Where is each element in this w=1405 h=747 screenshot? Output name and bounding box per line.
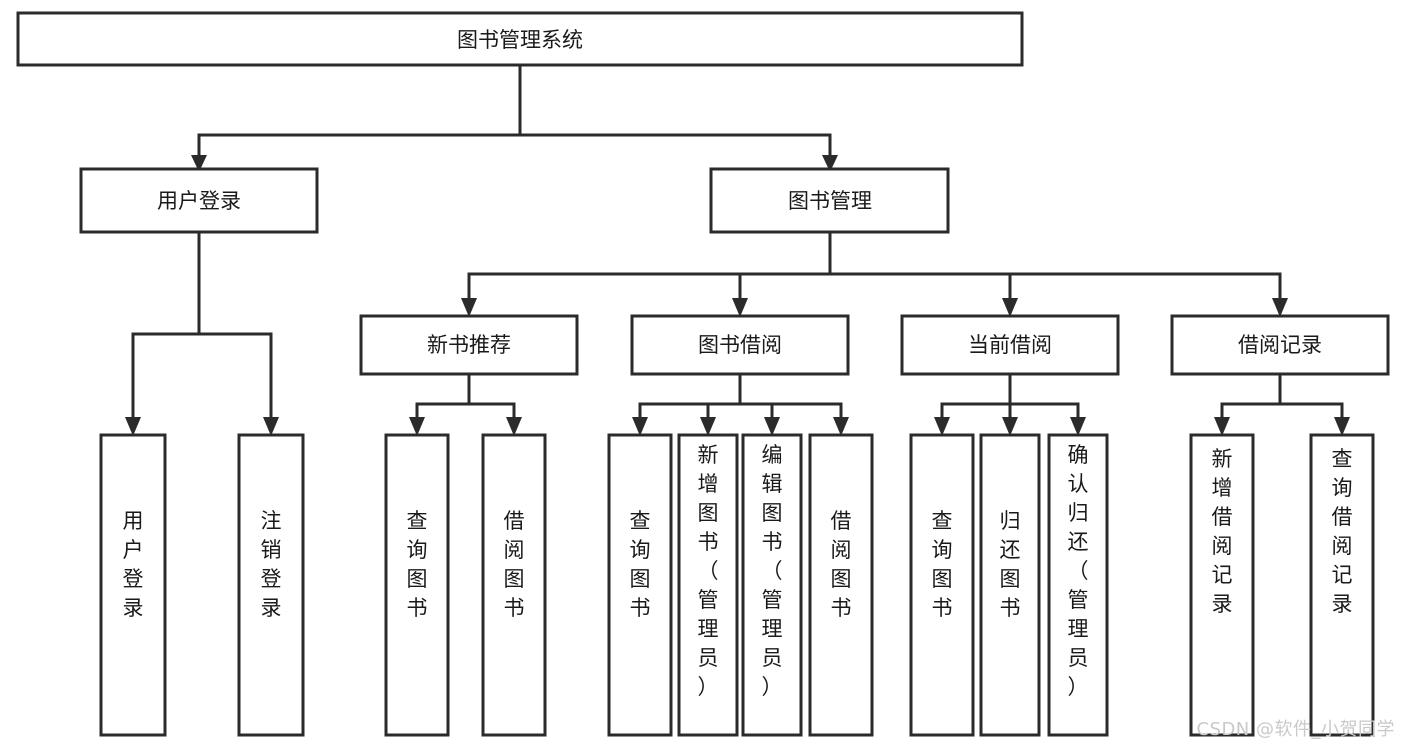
arrowhead-leaf-logout <box>263 417 279 436</box>
connector-root-trunk <box>197 63 832 162</box>
node-book-borrow[interactable]: 图书借阅 <box>630 314 850 376</box>
node-book-borrow-box[interactable] <box>630 314 850 376</box>
leaf-edit-book-label: 编辑图书（管理员） <box>762 443 783 699</box>
leaf-logout-label: 注销登录 <box>261 509 282 620</box>
arrowhead-leaf-add-book <box>700 417 716 436</box>
node-current-borrow-label: 当前借阅 <box>968 333 1052 357</box>
connector-book-borrow-branch <box>638 372 843 424</box>
arrowhead-leaf-query-book-1 <box>409 417 425 436</box>
node-book-borrow-label: 图书借阅 <box>698 333 782 357</box>
node-user-login-box[interactable] <box>79 167 319 234</box>
leaf-return-book-label: 归还图书 <box>1000 509 1021 620</box>
leaf-borrow-book-1[interactable]: 借阅图书 <box>481 433 547 737</box>
leaf-add-record-label: 新增借阅记录 <box>1212 447 1233 616</box>
node-borrow-record-label: 借阅记录 <box>1238 333 1322 357</box>
leaf-add-book-box[interactable] <box>677 433 739 737</box>
connector-borrow-record-branch <box>1220 372 1344 424</box>
leaf-return-book[interactable]: 归还图书 <box>979 433 1041 737</box>
node-current-borrow-box[interactable] <box>900 314 1120 376</box>
arrowhead-leaf-user-login <box>125 417 141 436</box>
arrowhead-leaf-borrow-book-1 <box>506 417 522 436</box>
node-root[interactable]: 图书管理系统 <box>16 11 1024 67</box>
leaf-query-book-1-label: 查询图书 <box>407 509 428 620</box>
arrowhead-leaf-query-book-3 <box>934 417 950 436</box>
leaf-query-book-2[interactable]: 查询图书 <box>607 433 673 737</box>
leaf-query-book-3-label: 查询图书 <box>932 509 953 620</box>
arrowhead-book-manage <box>822 155 838 172</box>
leaf-confirm-return[interactable]: 确认归还（管理员） <box>1047 433 1109 737</box>
node-new-book-recommend[interactable]: 新书推荐 <box>359 314 579 376</box>
leaf-borrow-book-2-box[interactable] <box>808 433 874 737</box>
node-user-login-label: 用户登录 <box>157 189 241 213</box>
leaf-query-record-label: 查询借阅记录 <box>1332 447 1353 616</box>
leaf-confirm-return-box[interactable] <box>1047 433 1109 737</box>
arrowhead-book-borrow <box>732 298 748 317</box>
leaf-add-record-box[interactable] <box>1189 433 1255 737</box>
leaf-add-book[interactable]: 新增图书（管理员） <box>677 433 739 737</box>
leaf-borrow-book-1-label: 借阅图书 <box>504 509 525 620</box>
node-borrow-record-box[interactable] <box>1170 314 1390 376</box>
node-new-book-recommend-box[interactable] <box>359 314 579 376</box>
leaf-borrow-book-2[interactable]: 借阅图书 <box>808 433 874 737</box>
node-book-manage-box[interactable] <box>709 167 950 234</box>
arrowhead-borrow-record <box>1272 298 1288 317</box>
connector-layer <box>125 63 1350 436</box>
leaf-user-login-label: 用户登录 <box>123 509 144 620</box>
node-current-borrow[interactable]: 当前借阅 <box>900 314 1120 376</box>
node-root-box[interactable] <box>16 11 1024 67</box>
leaf-query-record[interactable]: 查询借阅记录 <box>1309 433 1375 737</box>
csdn-watermark: CSDN @软件_小贺同学 <box>1196 719 1395 740</box>
arrowhead-new-book-recommend <box>461 298 477 317</box>
arrowhead-user-login <box>191 155 207 172</box>
arrowhead-leaf-edit-book <box>764 417 780 436</box>
leaf-add-record[interactable]: 新增借阅记录 <box>1189 433 1255 737</box>
leaf-query-book-3[interactable]: 查询图书 <box>909 433 975 737</box>
connector-user-login-branch <box>131 230 273 424</box>
arrowhead-leaf-return-book <box>1002 417 1018 436</box>
leaf-query-book-1[interactable]: 查询图书 <box>384 433 450 737</box>
arrowhead-current-borrow <box>1002 298 1018 317</box>
leaf-edit-book-box[interactable] <box>741 433 803 737</box>
connector-new-book-recommend-branch <box>415 372 516 424</box>
leaf-query-record-box[interactable] <box>1309 433 1375 737</box>
leaf-borrow-book-1-box[interactable] <box>481 433 547 737</box>
leaf-return-book-box[interactable] <box>979 433 1041 737</box>
leaf-add-book-label: 新增图书（管理员） <box>698 443 719 699</box>
arrowhead-leaf-borrow-book-2 <box>833 417 849 436</box>
leaf-user-login-box[interactable] <box>99 433 167 737</box>
node-borrow-record[interactable]: 借阅记录 <box>1170 314 1390 376</box>
leaf-query-book-2-box[interactable] <box>607 433 673 737</box>
leaf-logout-box[interactable] <box>237 433 305 737</box>
node-user-login[interactable]: 用户登录 <box>79 167 319 234</box>
connector-book-manage-branch <box>467 230 1282 305</box>
node-root-label: 图书管理系统 <box>457 28 583 52</box>
leaf-query-book-1-box[interactable] <box>384 433 450 737</box>
leaf-confirm-return-label: 确认归还（管理员） <box>1068 443 1089 699</box>
node-book-manage-label: 图书管理 <box>788 189 872 213</box>
node-book-manage[interactable]: 图书管理 <box>709 167 950 234</box>
arrowhead-leaf-query-record <box>1334 417 1350 436</box>
leaf-query-book-2-label: 查询图书 <box>630 509 651 620</box>
arrowhead-leaf-confirm-return <box>1070 417 1086 436</box>
connector-current-borrow-branch <box>940 372 1080 424</box>
leaf-borrow-book-2-label: 借阅图书 <box>831 509 852 620</box>
arrowhead-leaf-query-book-2 <box>632 417 648 436</box>
leaf-query-book-3-box[interactable] <box>909 433 975 737</box>
leaf-user-login[interactable]: 用户登录 <box>99 433 167 737</box>
arrowhead-leaf-add-record <box>1214 417 1230 436</box>
leaf-logout[interactable]: 注销登录 <box>237 433 305 737</box>
leaf-edit-book[interactable]: 编辑图书（管理员） <box>741 433 803 737</box>
node-new-book-recommend-label: 新书推荐 <box>427 333 511 357</box>
